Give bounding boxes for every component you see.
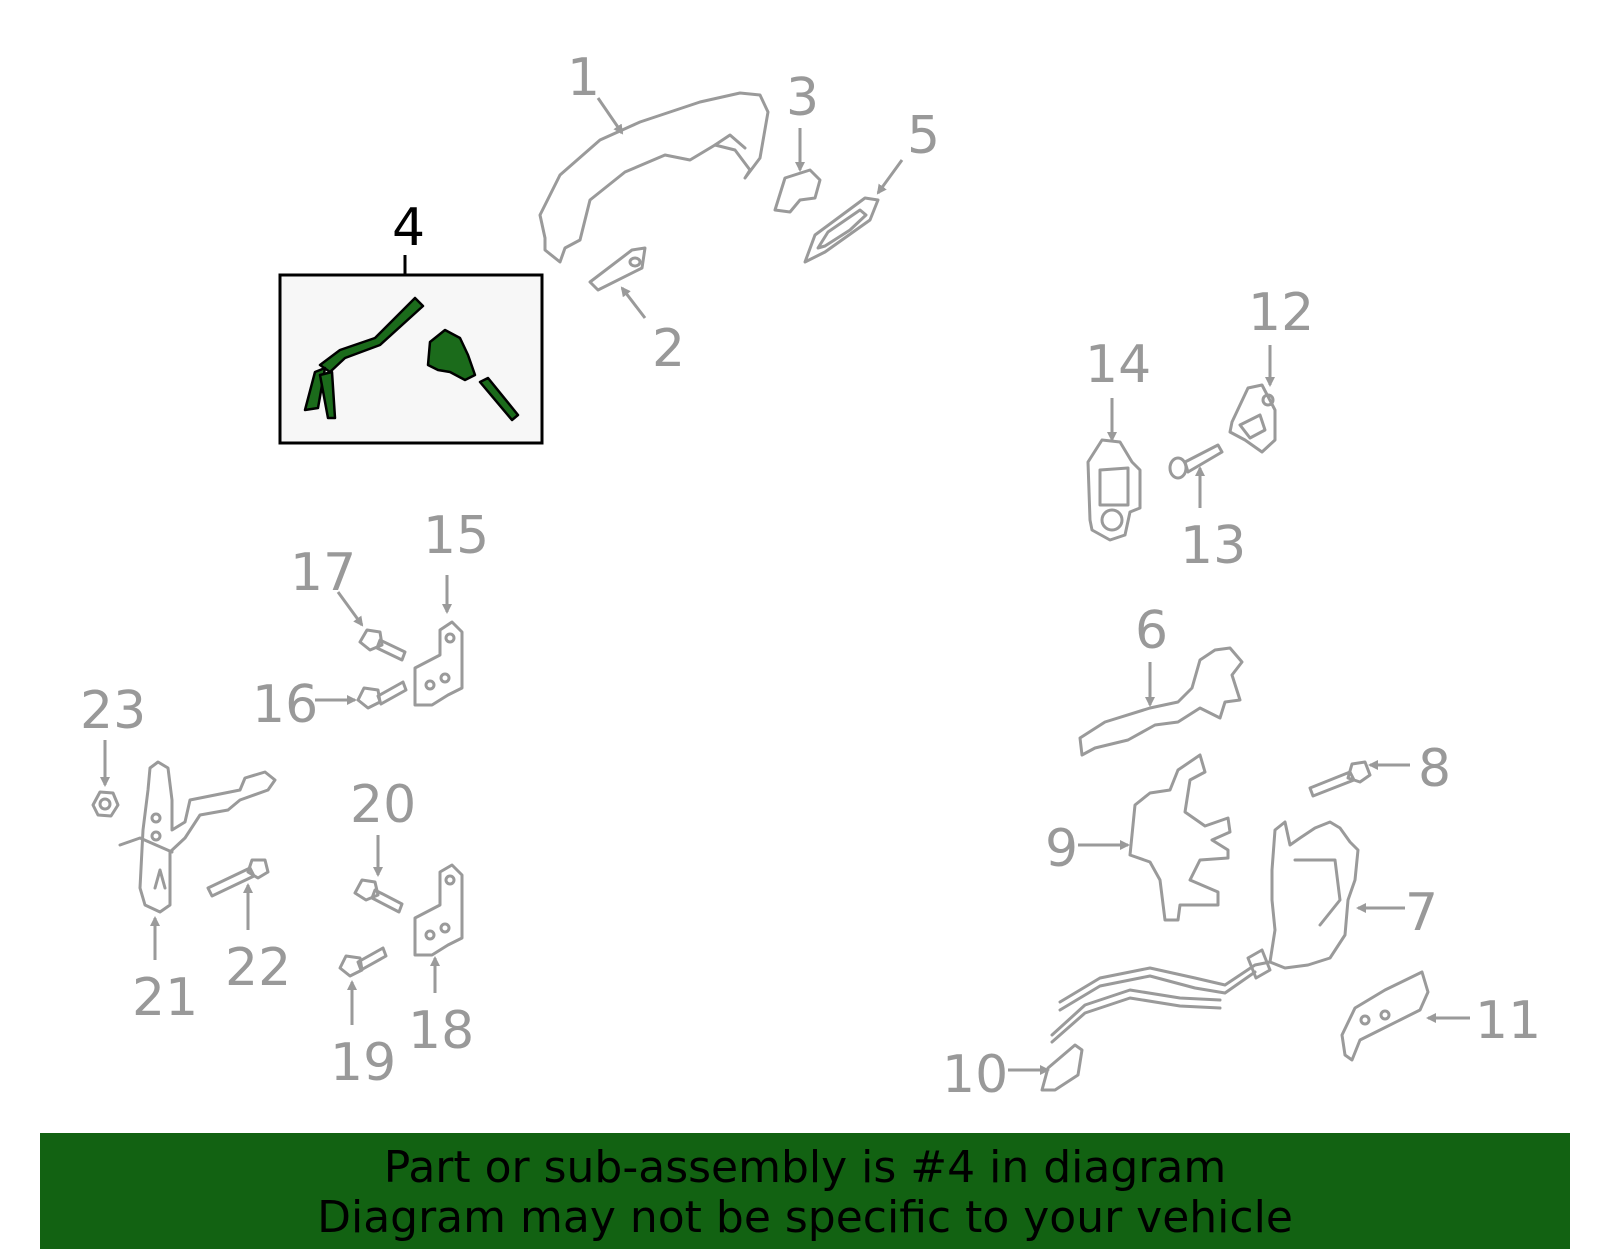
- callout-17[interactable]: 17: [290, 543, 356, 603]
- callout-23[interactable]: 23: [80, 681, 146, 741]
- part-17-bolt[interactable]: [358, 628, 407, 662]
- callout-15[interactable]: 15: [423, 506, 489, 566]
- part-20-bolt[interactable]: [353, 878, 404, 914]
- callout-4[interactable]: 4: [392, 198, 425, 258]
- part-7-latch[interactable]: [1050, 820, 1360, 1044]
- callout-9[interactable]: 9: [1045, 819, 1078, 879]
- callout-7[interactable]: 7: [1405, 883, 1438, 943]
- part-15-hinge[interactable]: [413, 620, 464, 707]
- part-4-highlight[interactable]: [278, 255, 544, 445]
- part-19-bolt[interactable]: [338, 946, 388, 978]
- callout-8[interactable]: 8: [1418, 739, 1451, 799]
- callout-1[interactable]: 1: [567, 48, 600, 108]
- banner-line-1: Part or sub-assembly is #4 in diagram: [383, 1142, 1227, 1193]
- info-banner: Part or sub-assembly is #4 in diagram Di…: [40, 1133, 1570, 1249]
- callout-14[interactable]: 14: [1085, 335, 1151, 395]
- banner-line-2: Diagram may not be specific to your vehi…: [317, 1192, 1293, 1243]
- part-2-gasket[interactable]: [588, 246, 647, 292]
- callout-10[interactable]: 10: [942, 1045, 1008, 1105]
- callout-20[interactable]: 20: [350, 775, 416, 835]
- callout-12[interactable]: 12: [1248, 283, 1314, 343]
- part-14-bumper[interactable]: [1086, 438, 1142, 542]
- callout-2[interactable]: 2: [652, 319, 685, 379]
- callout-11[interactable]: 11: [1475, 991, 1541, 1051]
- callout-3[interactable]: 3: [786, 68, 819, 128]
- callout-6[interactable]: 6: [1135, 601, 1168, 661]
- part-8-bolt[interactable]: [1308, 760, 1372, 798]
- callout-19[interactable]: 19: [330, 1033, 396, 1093]
- part-12-striker[interactable]: [1228, 383, 1277, 454]
- part-16-bolt[interactable]: [356, 680, 408, 710]
- part-1-outside-handle[interactable]: [538, 91, 770, 264]
- part-13-screw[interactable]: [1168, 443, 1224, 480]
- part-6-shield[interactable]: [1078, 646, 1244, 757]
- part-21-hinge[interactable]: [118, 760, 277, 914]
- callout-21[interactable]: 21: [132, 968, 198, 1028]
- callout-18[interactable]: 18: [408, 1001, 474, 1061]
- part-10-clip[interactable]: [1040, 1043, 1084, 1092]
- part-3-bracket[interactable]: [773, 168, 822, 214]
- callout-13[interactable]: 13: [1180, 516, 1246, 576]
- part-18-hinge[interactable]: [413, 863, 464, 957]
- callout-16[interactable]: 16: [252, 675, 318, 735]
- callout-5[interactable]: 5: [907, 106, 940, 166]
- part-5-gasket[interactable]: [803, 196, 880, 264]
- part-23-nut[interactable]: [91, 790, 120, 818]
- part-22-bolt[interactable]: [206, 858, 270, 898]
- part-11-cover[interactable]: [1340, 970, 1430, 1062]
- callout-22[interactable]: 22: [225, 938, 291, 998]
- part-9-bracket[interactable]: [1128, 753, 1232, 922]
